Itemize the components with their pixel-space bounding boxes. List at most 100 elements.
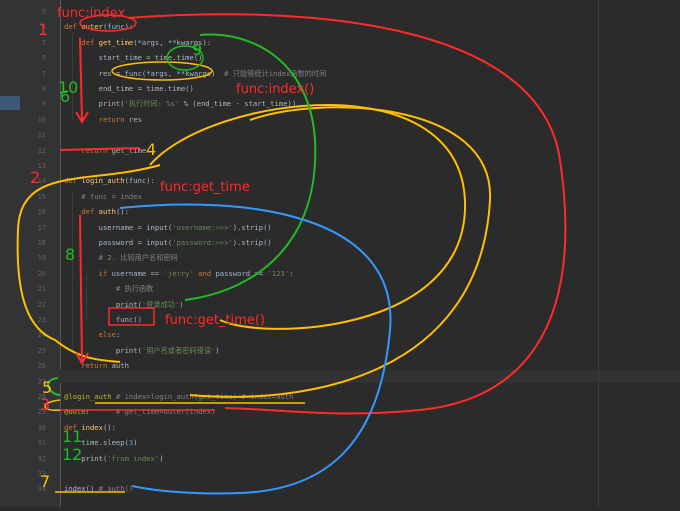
code-token: # func = index: [64, 191, 142, 201]
line-number: 11: [37, 131, 46, 140]
code-token: return: [64, 361, 112, 371]
code-line[interactable]: username = input('username:>>>').strip(): [64, 223, 272, 232]
code-line[interactable]: print('from index'): [64, 453, 164, 463]
line-number: 7: [41, 69, 46, 78]
code-line[interactable]: @outer # get_time=outer(index): [64, 407, 215, 416]
line-number: 10: [37, 115, 46, 124]
code-line[interactable]: print('用户名或者密码错误'): [64, 346, 220, 356]
code-token: print(: [64, 299, 142, 309]
line-number: 29: [37, 408, 46, 417]
code-line[interactable]: @login_auth # index=login_auth(get_time)…: [64, 392, 293, 401]
tool-window-strip: [0, 0, 20, 507]
line-number: 34: [37, 485, 46, 494]
line-number: 7: [41, 38, 46, 47]
code-line[interactable]: if username == 'jerry' and password == '…: [64, 268, 294, 278]
code-token: get_time: [98, 37, 134, 47]
code-line[interactable]: res = func(*args, **kwargs) # 只能够统计index…: [64, 68, 327, 79]
code-line[interactable]: # func = index: [64, 192, 142, 201]
code-line[interactable]: print('执行时间: %s' % (end_time - start_tim…: [64, 99, 297, 109]
code-token: ): [159, 453, 164, 463]
code-token: # index=login_auth(get_time) # index=aut…: [111, 392, 294, 401]
code-token: '登录成功': [141, 299, 180, 309]
code-token: # auth(): [98, 484, 134, 494]
line-number: 23: [37, 316, 46, 324]
code-line[interactable]: func(): [64, 315, 142, 324]
code-token: end_time = time.time(): [64, 84, 194, 93]
code-token: ).strip(): [232, 222, 272, 232]
code-token: index: [81, 422, 103, 432]
line-number: 26: [37, 362, 46, 371]
code-line[interactable]: def get_time(*args, **kwargs):: [64, 38, 211, 47]
code-token: auth: [111, 361, 129, 371]
code-line[interactable]: time.sleep(3): [64, 438, 137, 448]
line-number: 8: [41, 85, 46, 93]
code-line[interactable]: def index():: [64, 423, 116, 432]
code-token: func(): [64, 315, 142, 324]
code-line[interactable]: def auth():: [64, 207, 129, 216]
line-number: 6: [41, 23, 46, 32]
code-token: login_auth: [81, 176, 125, 186]
code-token: ): [215, 345, 220, 355]
line-number: 15: [37, 192, 46, 201]
code-line[interactable]: index() # auth(): [64, 484, 133, 493]
code-token: 'jerry': [163, 268, 194, 278]
line-number: 14: [37, 177, 46, 186]
line-number: 32: [37, 454, 46, 463]
line-number: 22: [37, 300, 46, 309]
line-number: 5: [41, 54, 46, 63]
code-token: (func):: [124, 176, 155, 186]
line-number: 25: [37, 346, 46, 355]
line-number: 9: [41, 100, 46, 109]
code-line[interactable]: print('登录成功'): [64, 300, 184, 310]
code-token: ():: [115, 207, 129, 217]
code-token: (*args, **kwargs):: [133, 37, 212, 47]
code-token: # 只能够统计index函数的时间: [224, 68, 327, 78]
code-line[interactable]: password = input('password:>>>').strip(): [64, 238, 272, 247]
code-token: username = input(: [64, 222, 173, 232]
line-number: 20: [37, 269, 46, 278]
code-token: :: [115, 330, 121, 340]
line-number: 18: [37, 239, 46, 247]
code-token: def: [64, 207, 99, 217]
line-number: 13: [37, 162, 46, 170]
line-number: 24: [37, 331, 46, 340]
code-token: time.sleep(: [64, 438, 129, 448]
code-token: def: [64, 37, 99, 47]
code-line[interactable]: end_time = time.time(): [64, 84, 194, 93]
code-line[interactable]: return auth: [64, 361, 129, 370]
line-number: 12: [37, 146, 46, 155]
code-line[interactable]: def outer(func):: [64, 22, 133, 31]
code-line[interactable]: return get_time: [64, 146, 146, 155]
code-token: 'from index': [107, 453, 160, 463]
code-line[interactable]: return res: [64, 115, 142, 124]
code-token: 'password:>>>': [172, 238, 233, 247]
code-token: 'username:>>>': [172, 222, 233, 232]
code-token: :: [289, 268, 294, 278]
code-token: index(): [64, 484, 99, 494]
code-token: else: [64, 330, 116, 340]
code-token: res = func(*args, **kwargs): [64, 68, 225, 78]
line-number: 5: [41, 8, 46, 16]
code-line[interactable]: else:: [64, 330, 121, 340]
code-token: # get_time=outer(index): [89, 407, 216, 417]
code-token: ).strip(): [232, 238, 272, 247]
code-token: print(: [64, 453, 108, 463]
line-number: 16: [37, 208, 46, 217]
code-token: # 2. 比较用户名和密码: [64, 253, 178, 263]
code-line[interactable]: def login_auth(func):: [64, 176, 155, 185]
code-token: ): [179, 299, 184, 309]
code-token: print(: [64, 345, 142, 355]
code-token: def: [64, 22, 82, 32]
code-token: (func):: [102, 22, 134, 32]
line-number: 28: [37, 393, 46, 401]
code-line[interactable]: # 2. 比较用户名和密码: [64, 253, 178, 263]
code-token: ():: [102, 422, 116, 432]
code-line[interactable]: start_time = time.time(): [64, 53, 203, 62]
code-line[interactable]: # 执行函数: [64, 284, 153, 294]
line-number: 17: [37, 223, 46, 232]
code-token: auth: [98, 207, 116, 217]
code-token: if: [64, 268, 112, 278]
code-token: def: [64, 176, 82, 186]
code-token: return: [64, 145, 112, 155]
